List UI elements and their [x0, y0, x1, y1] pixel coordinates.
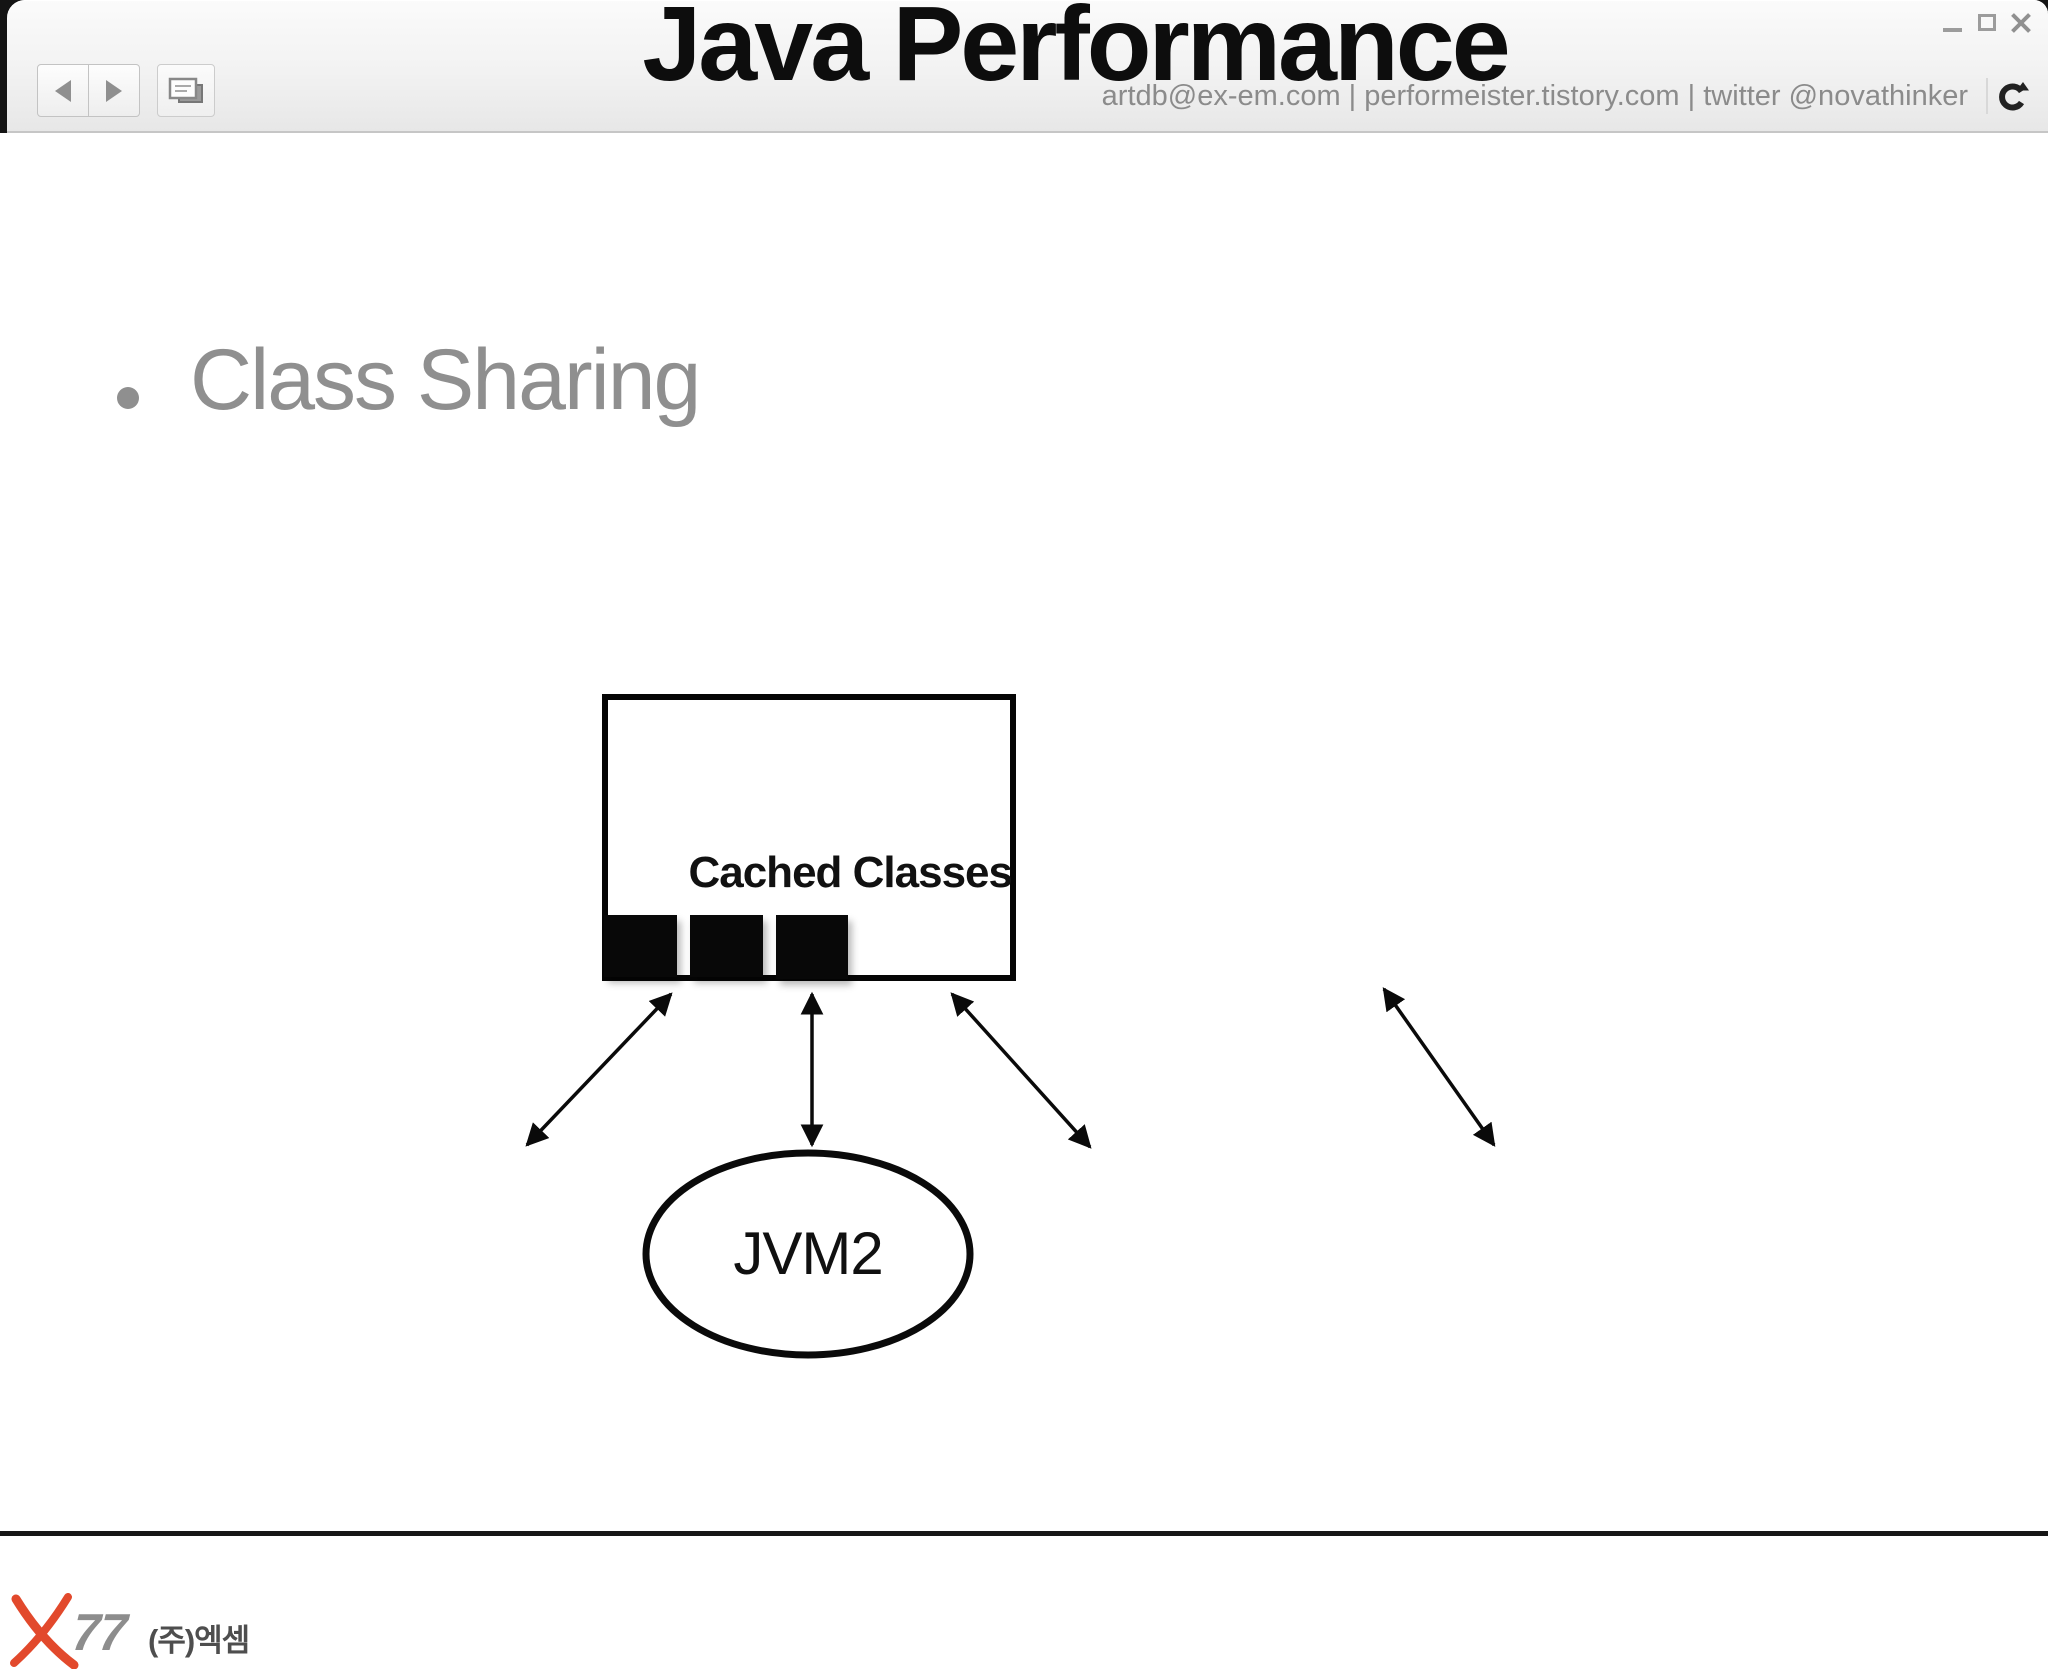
slide-panel-button[interactable] — [157, 64, 215, 117]
nav-button-group — [37, 64, 140, 117]
back-arrow-icon — [55, 79, 71, 102]
class-block — [776, 915, 848, 979]
maximize-button[interactable] — [1970, 6, 2004, 40]
forward-button[interactable] — [88, 64, 140, 117]
arrow-left-diagonal — [525, 992, 673, 1147]
refresh-button[interactable] — [1996, 80, 2030, 114]
forward-arrow-icon — [106, 79, 122, 102]
class-block — [604, 915, 677, 977]
maximize-icon — [1978, 14, 1996, 31]
logo-company-name: (주)엑셈 — [148, 1623, 250, 1658]
back-button[interactable] — [37, 64, 89, 117]
arrow-far-right-diagonal — [1382, 987, 1496, 1147]
minimize-button[interactable] — [1936, 6, 1970, 40]
jvm-label: JVM2 — [733, 1220, 883, 1287]
company-logo: 77 (주)엑셈 — [8, 1593, 288, 1670]
bullet-dot — [117, 387, 139, 409]
refresh-icon — [1999, 82, 2029, 111]
slide-canvas: Class Sharing Cached Classes JVM2 77 (주)… — [0, 133, 2048, 1670]
slides-icon — [168, 77, 203, 103]
minimize-icon — [1943, 28, 1962, 32]
arrow-right-diagonal — [950, 992, 1092, 1149]
screen-bottom-edge — [0, 1531, 2048, 1536]
cached-classes-label: Cached Classes — [688, 848, 1013, 897]
window-controls — [1936, 6, 2038, 40]
app-titlebar: Java Performance artdb@ex-em.com | perfo… — [7, 0, 2048, 133]
window-frame: Java Performance artdb@ex-em.com | perfo… — [0, 0, 2048, 133]
header-contact-line: artdb@ex-em.com | performeister.tistory.… — [1101, 80, 1968, 112]
titlebar-divider — [1986, 78, 1988, 114]
class-block — [690, 915, 763, 977]
slide-heading: Class Sharing — [190, 332, 701, 428]
close-button[interactable] — [2004, 6, 2038, 40]
page-title: Java Performance — [642, 0, 1510, 103]
